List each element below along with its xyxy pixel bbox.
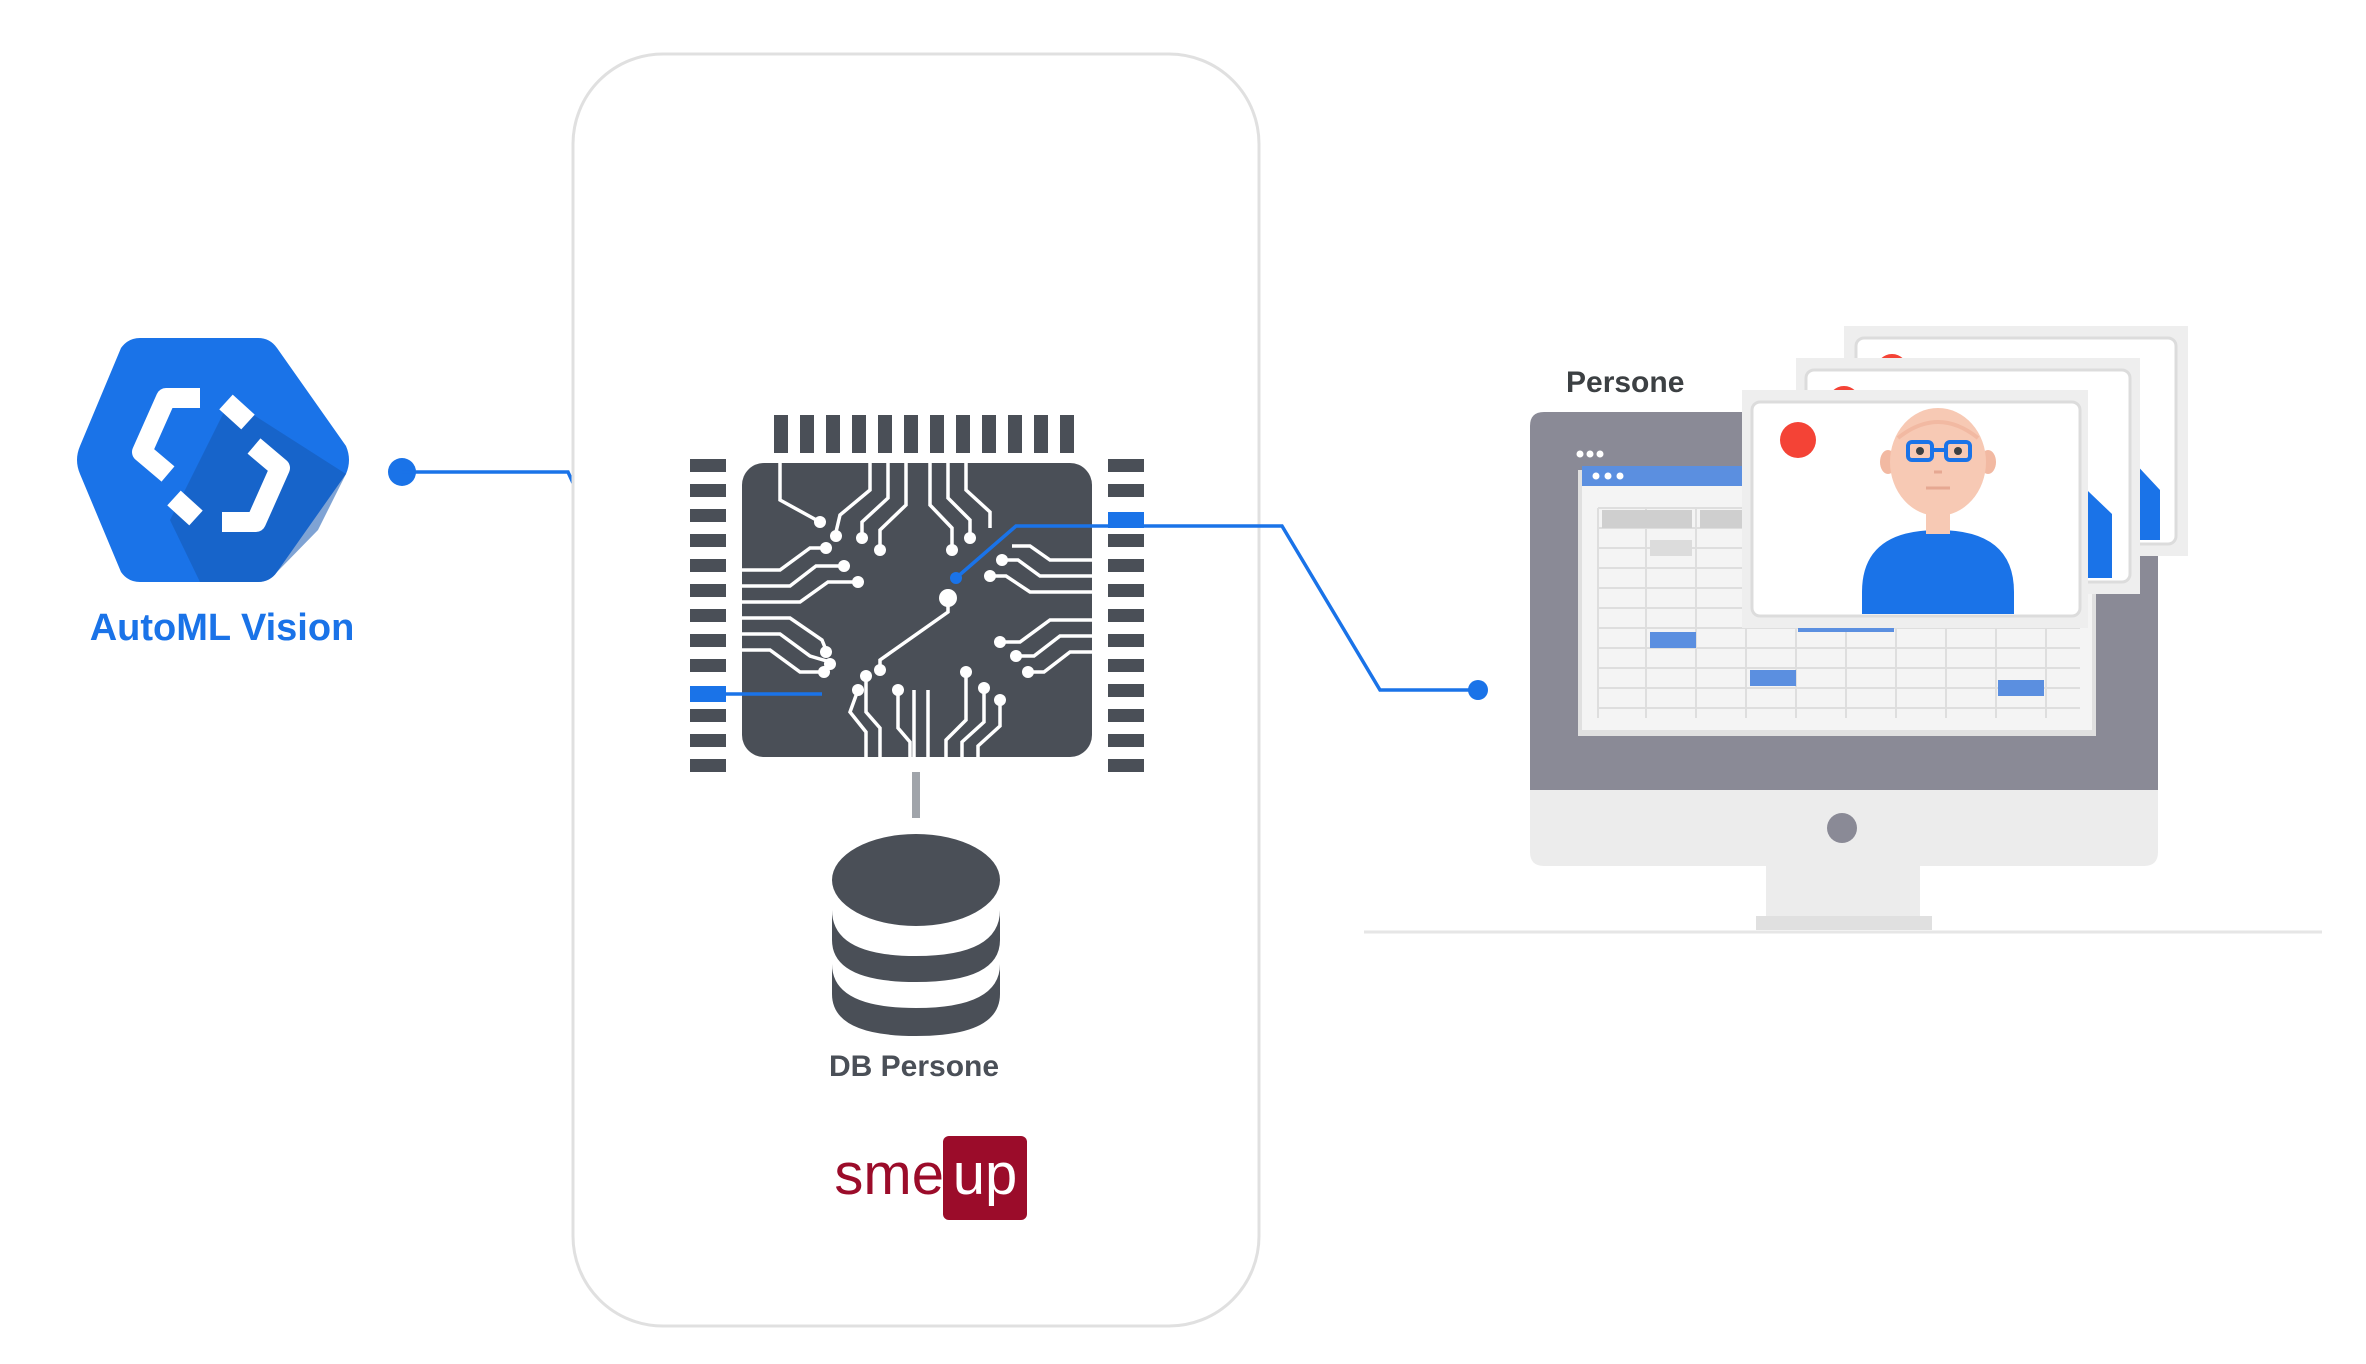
- spreadsheet-cells: [1602, 510, 2044, 696]
- person-card-front: [1742, 390, 2088, 628]
- chip-db-connector: [912, 772, 920, 818]
- chip-data-path: [726, 524, 1108, 696]
- db-label: DB Persone: [829, 1050, 999, 1083]
- monitor-connector: [1144, 524, 1488, 700]
- chip-output-pin: [1108, 512, 1144, 528]
- smeup-logo-right: up: [953, 1142, 1018, 1207]
- monitor-title: Persone: [1566, 366, 1684, 399]
- chip-input-pin: [690, 686, 726, 702]
- database-icon: [832, 834, 1000, 1036]
- smeup-logo-left: sme: [834, 1142, 944, 1207]
- smeup-logo: sme up: [834, 1136, 1027, 1220]
- person-avatar-icon: [1862, 408, 2014, 614]
- automl-vision-label: AutoML Vision: [90, 607, 355, 649]
- circuit-traces: [742, 463, 1092, 757]
- circuit-nodes: [814, 516, 1034, 706]
- automl-vision-icon: [77, 338, 349, 582]
